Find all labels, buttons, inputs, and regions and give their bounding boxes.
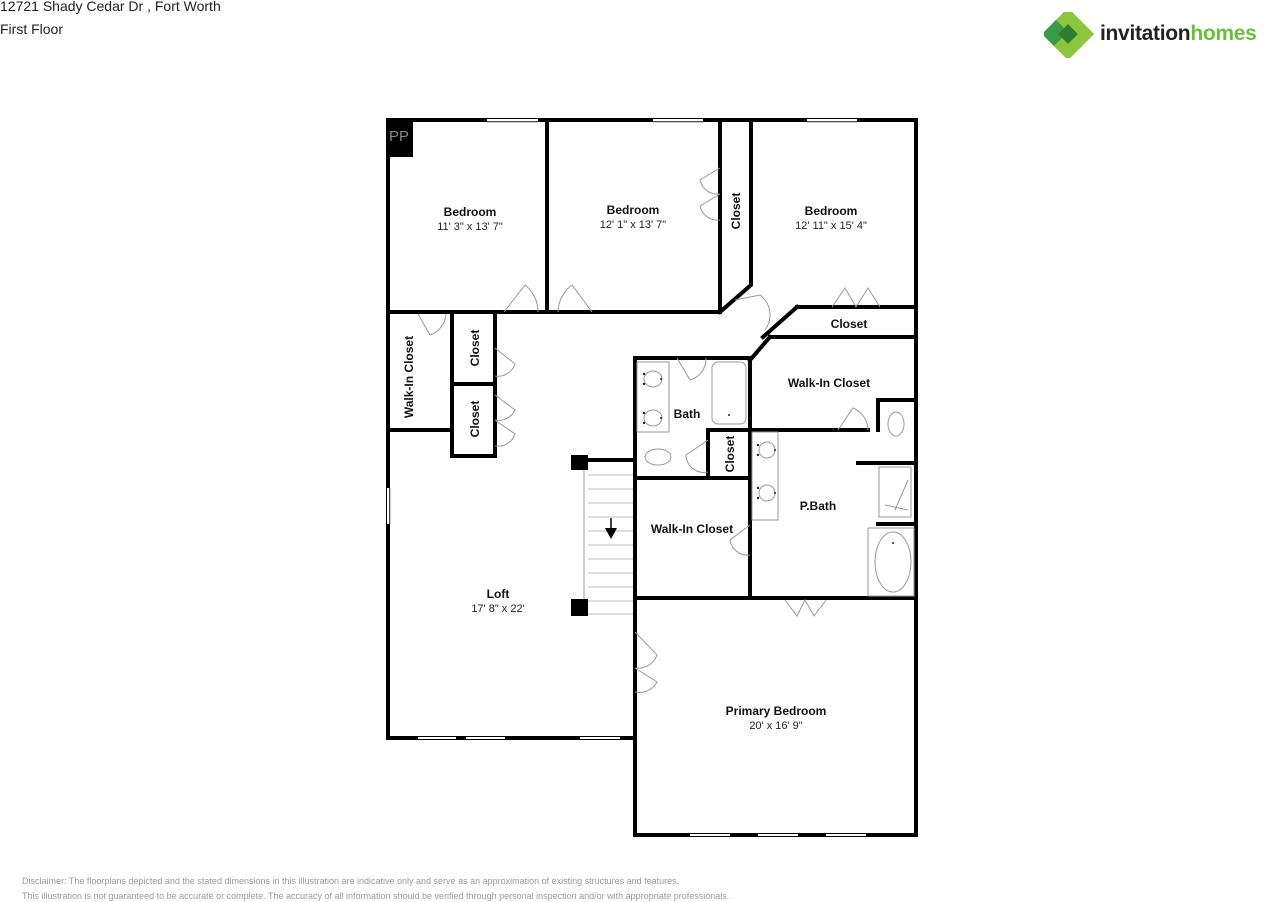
room-label-primary-bedroom: Primary Bedroom bbox=[726, 704, 827, 718]
room-dims-primary-bedroom: 20' x 16' 9" bbox=[749, 720, 802, 732]
room-label-closet-bath: Closet bbox=[723, 436, 737, 473]
doors bbox=[417, 167, 881, 693]
room-label-bath: Bath bbox=[674, 407, 701, 421]
room-label-bedroom-1: Bedroom bbox=[444, 205, 497, 219]
bathtub bbox=[711, 361, 747, 425]
room-label-closet-left-top: Closet bbox=[468, 330, 482, 367]
toilet-bath bbox=[644, 448, 672, 466]
room-label-closet-bed3: Closet bbox=[831, 317, 868, 331]
room-dims-bedroom-2: 12' 1" x 13' 7" bbox=[600, 219, 667, 231]
room-dims-bedroom-1: 11' 3" x 13' 7" bbox=[437, 221, 503, 233]
room-label-closet-left-bottom: Closet bbox=[468, 401, 482, 438]
window-frames bbox=[389, 121, 857, 524]
vanity-pbath bbox=[751, 431, 779, 521]
disclaimer-line-2: This illustration is not guaranteed to b… bbox=[22, 891, 730, 901]
room-dims-loft: 17' 8" x 22' bbox=[471, 603, 524, 615]
room-label-closet-between: Closet bbox=[729, 193, 743, 230]
staircase bbox=[571, 455, 633, 616]
room-label-pbath: P.Bath bbox=[800, 499, 836, 513]
disclaimer-line-1: Disclaimer: The floorplans depicted and … bbox=[22, 876, 680, 886]
toilet-pbath bbox=[887, 411, 905, 437]
walls bbox=[386, 118, 918, 837]
room-label-walkin-lower: Walk-In Closet bbox=[651, 522, 733, 536]
room-label-bedroom-2: Bedroom bbox=[607, 203, 660, 217]
tub-area bbox=[867, 527, 915, 597]
room-label-bedroom-3: Bedroom bbox=[805, 204, 858, 218]
windows bbox=[387, 119, 866, 836]
soaking-tub bbox=[874, 531, 912, 593]
vanity-bath bbox=[636, 361, 670, 433]
property-address: 12721 Shady Cedar Dr , Fort Worth bbox=[0, 0, 221, 14]
room-label-walkin-upper: Walk-In Closet bbox=[788, 376, 870, 390]
room-dims-bedroom-3: 12' 11" x 15' 4" bbox=[795, 220, 867, 232]
shower bbox=[878, 466, 912, 518]
invitation-homes-logo: invitationhomes bbox=[1041, 7, 1280, 61]
floor-label: First Floor bbox=[0, 21, 63, 37]
logo-wordmark: invitationhomes bbox=[1100, 22, 1257, 45]
room-label-walkin-left: Walk-In Closet bbox=[402, 336, 416, 418]
corner-marker: PP bbox=[388, 120, 413, 157]
room-label-loft: Loft bbox=[487, 587, 510, 601]
clover-logo-icon bbox=[1041, 7, 1095, 61]
fixtures bbox=[636, 361, 915, 597]
room-labels: Bedroom 11' 3" x 13' 7" Bedroom 12' 1" x… bbox=[402, 193, 870, 732]
svg-text:PP: PP bbox=[389, 128, 409, 145]
faucet-dots bbox=[642, 372, 894, 544]
